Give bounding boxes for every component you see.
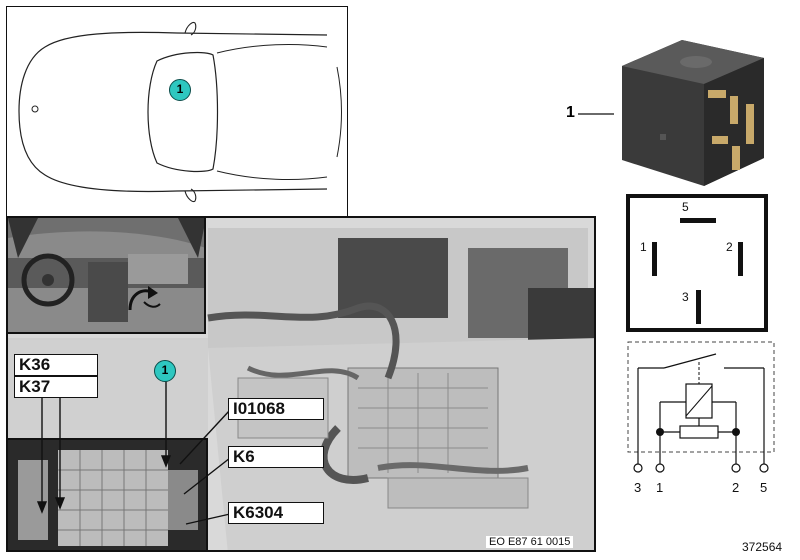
fuse-detail-inset: [8, 438, 208, 550]
terminal-label-5: 5: [760, 480, 768, 495]
pin-2-bar: [738, 242, 743, 276]
terminal-label-1: 1: [656, 480, 664, 495]
dashboard-drawing: [8, 218, 204, 332]
label-k6304: K6304: [228, 502, 324, 524]
drawing-code: EO E87 61 0015: [486, 536, 574, 548]
fusebox-photo: 1 K36 K37 I01068 K6 K6304 EO E87 61 0015: [6, 216, 596, 552]
terminal-label-3: 3: [634, 480, 642, 495]
pin-5-bar: [680, 218, 716, 223]
locator-panel: 1: [6, 6, 348, 218]
fuse-detail-drawing: [8, 440, 206, 550]
car-top-view: [18, 21, 342, 203]
locator-callout-1: 1: [169, 79, 191, 101]
rotate-arrow-icon: [128, 286, 161, 311]
label-k6: K6: [228, 446, 324, 468]
interior-inset: [8, 218, 206, 334]
label-k37: K37: [14, 376, 98, 398]
figure-number: 372564: [742, 540, 783, 554]
pin-label-3: 3: [682, 290, 689, 304]
relay-callout-number: 1: [566, 104, 575, 121]
relay-callout-group: 1: [566, 104, 616, 124]
label-k36: K36: [14, 354, 98, 376]
pin-3-bar: [696, 290, 701, 324]
relay-image: [622, 40, 764, 186]
relay-schematic: [627, 341, 775, 473]
pin-label-1: 1: [640, 240, 647, 254]
pin-1-bar: [652, 242, 657, 276]
pin-label-2: 2: [726, 240, 733, 254]
relay-leader-line: [578, 113, 614, 115]
label-i01068: I01068: [228, 398, 324, 420]
terminal-label-2: 2: [732, 480, 740, 495]
pin-label-5: 5: [682, 200, 689, 214]
photo-callout-1: 1: [154, 360, 176, 382]
relay-pinout: 5 1 2 3: [626, 194, 768, 332]
